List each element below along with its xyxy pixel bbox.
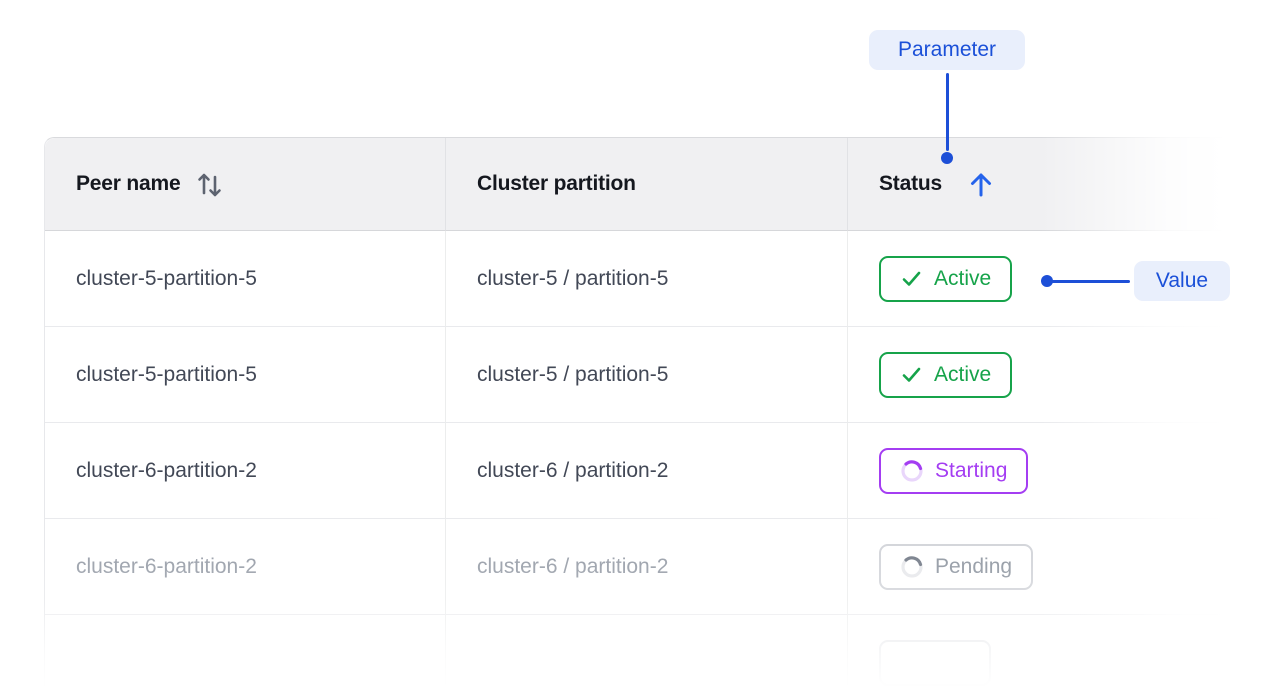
status-badge-label: Active [934,362,992,386]
parameter-connector-dot [941,152,953,164]
cluster-partition-cell: cluster-5 / partition-5 [446,327,848,423]
spinner-icon [900,555,924,579]
sort-up-down-icon [196,168,223,200]
status-badge-pending: Pending [879,543,1034,590]
status-badge-active: Active [879,255,1013,302]
status-badge-active: Active [879,351,1013,398]
table-row [45,615,1272,688]
peer-name-cell: cluster-6-partition-2 [45,423,446,519]
spinner-icon [900,459,924,483]
status-cell: Pending [848,519,1272,615]
column-header-cluster-partition: Cluster partition [446,138,848,231]
table-header-row: Peer name Cluster partition Status [45,138,1272,231]
value-callout-label: Value [1155,269,1209,292]
status-badge-placeholder [879,639,991,686]
check-icon [900,267,923,290]
status-badge-starting: Starting [879,447,1029,494]
cluster-partition-cell [446,615,848,688]
parameter-callout-label: Parameter [897,38,997,61]
table-row: cluster-5-partition-5 cluster-5 / partit… [45,231,1272,327]
peer-name-cell [45,615,446,688]
column-header-peer-name[interactable]: Peer name [45,138,446,231]
status-cell [848,615,1272,688]
parameter-connector-line [946,73,949,151]
table-row: cluster-6-partition-2 cluster-6 / partit… [45,519,1272,615]
peers-table: Peer name Cluster partition Status [44,137,1272,688]
peer-name-cell: cluster-5-partition-5 [45,327,446,423]
column-header-label: Peer name [76,172,181,195]
column-header-status[interactable]: Status [848,138,1272,231]
status-badge-label: Starting [935,458,1008,482]
cluster-partition-cell: cluster-6 / partition-2 [446,519,848,615]
value-callout: Value [1134,261,1230,301]
column-header-label: Status [879,172,942,195]
peer-name-cell: cluster-6-partition-2 [45,519,446,615]
parameter-callout: Parameter [869,30,1025,70]
cluster-partition-cell: cluster-6 / partition-2 [446,423,848,519]
arrow-up-icon [968,170,994,198]
table-row: cluster-6-partition-2 cluster-6 / partit… [45,423,1272,519]
column-header-label: Cluster partition [477,172,636,195]
status-cell: Active [848,327,1272,423]
status-cell: Starting [848,423,1272,519]
cluster-partition-cell: cluster-5 / partition-5 [446,231,848,327]
value-connector-line [1050,280,1130,283]
status-badge-label: Active [934,266,992,290]
table-row: cluster-5-partition-5 cluster-5 / partit… [45,327,1272,423]
status-badge-label: Pending [935,554,1013,578]
peer-name-cell: cluster-5-partition-5 [45,231,446,327]
check-icon [900,363,923,386]
